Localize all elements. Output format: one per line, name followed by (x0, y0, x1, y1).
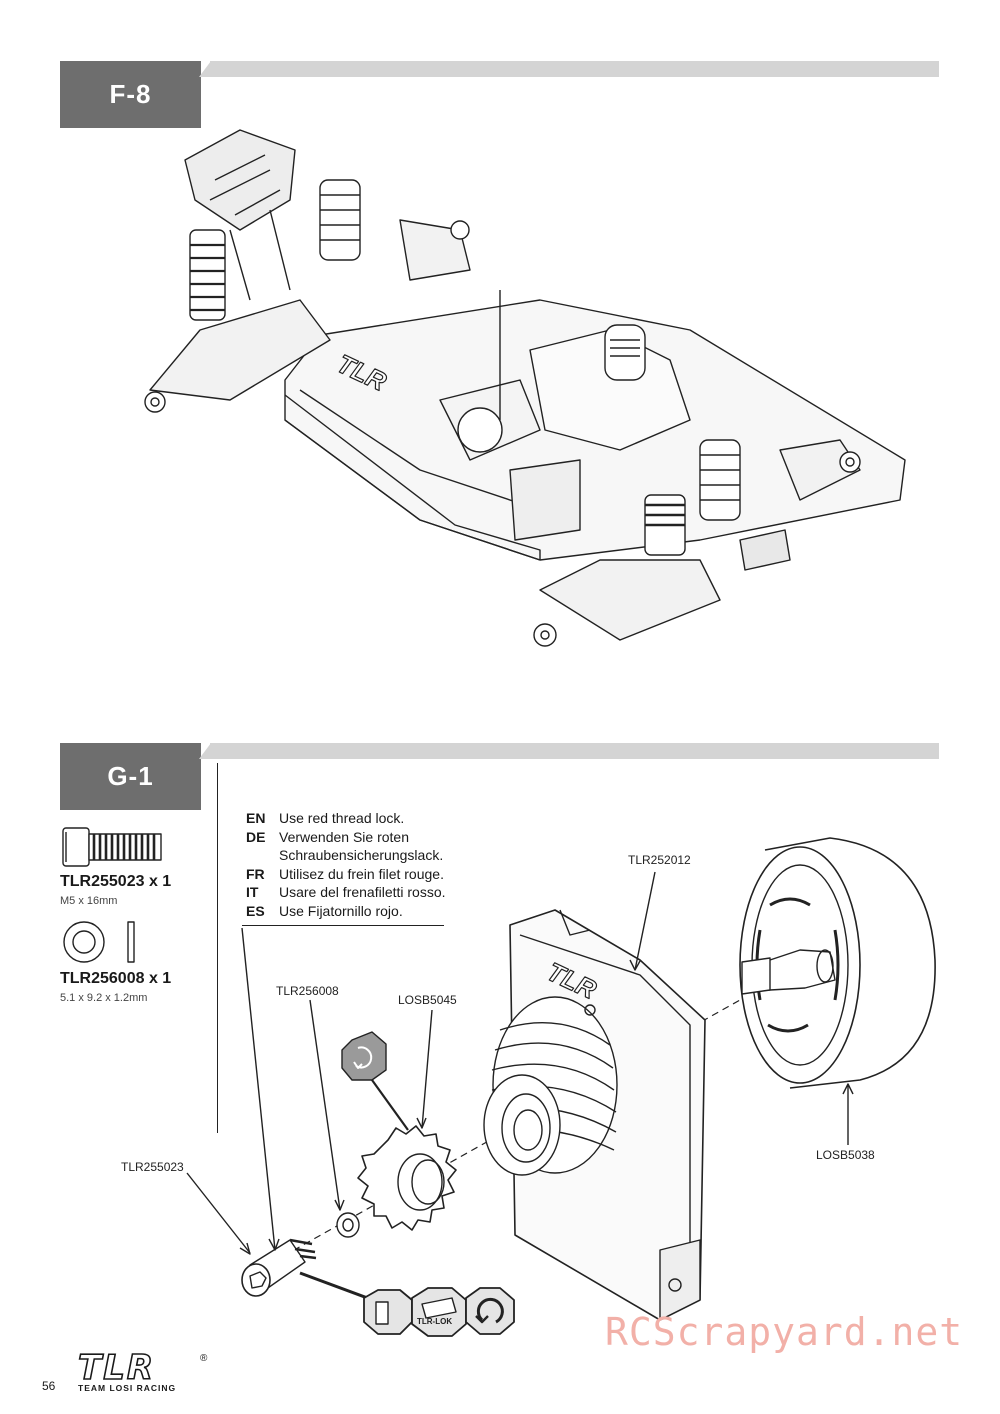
lang-code: IT (246, 884, 259, 900)
washer-part-icon (63, 921, 135, 963)
callout-clutch-housing: TLR252012 (628, 853, 691, 867)
lang-code: DE (246, 828, 266, 845)
assembly-clutch-housing: TLR (483, 909, 706, 1321)
watermark: RCScrapyard.net (605, 1310, 964, 1354)
callout-pinion: LOSB5045 (398, 993, 457, 1007)
instruction-text: Usare del frenafiletti rosso. (279, 884, 446, 900)
brand-logo: TLR (77, 1347, 156, 1389)
step-header-wedge (199, 61, 211, 77)
step-header-bar (210, 61, 939, 77)
registered-mark: ® (200, 1353, 208, 1364)
page-number: 56 (42, 1379, 56, 1393)
callout-screw: TLR255023 (121, 1160, 184, 1174)
torque-indicator-icon (341, 1031, 409, 1131)
lang-code: FR (246, 865, 265, 882)
assembly-pinion-gear (357, 1125, 457, 1231)
part-screw-qty: TLR255023 x 1 (60, 873, 172, 890)
step-label-f8: F-8 (60, 61, 201, 128)
threadlock-badge-label: TLR-LOK (417, 1317, 453, 1326)
instructions-underline (242, 925, 444, 926)
brand-tagline: TEAM LOSI RACING (78, 1383, 177, 1393)
screw-part-icon (62, 827, 162, 867)
part-washer-qty: TLR256008 x 1 (60, 970, 172, 987)
instruction-text: Use Fijatornillo rojo. (279, 902, 403, 919)
instruction-text: Verwenden Sie roten Schraubensicherungsl… (279, 828, 444, 864)
section-divider (217, 763, 218, 1133)
threadlock-instructions: EN Use red thread lock. DE Verwenden Sie r… (246, 809, 469, 920)
callout-flywheel: LOSB5038 (816, 1148, 875, 1162)
buggy-chassis-drawing: TLR (144, 129, 906, 647)
step-label-g1: G-1 (60, 743, 201, 810)
step-header-wedge (199, 743, 211, 759)
assembly-washer (336, 1212, 360, 1238)
assembly-screw (241, 1238, 317, 1297)
step-header-bar (210, 743, 939, 759)
lang-code: EN (246, 810, 266, 826)
assembly-flywheel (739, 837, 936, 1089)
lang-code: ES (246, 902, 265, 919)
callout-washer: TLR256008 (276, 984, 339, 998)
part-screw-spec: M5 x 16mm (60, 895, 118, 907)
threadlock-badges-icon (299, 1271, 515, 1337)
instruction-text: Use red thread lock. (279, 810, 405, 826)
instruction-text: Utilisez du frein filet rouge. (279, 865, 444, 882)
part-washer-spec: 5.1 x 9.2 x 1.2mm (60, 992, 148, 1004)
